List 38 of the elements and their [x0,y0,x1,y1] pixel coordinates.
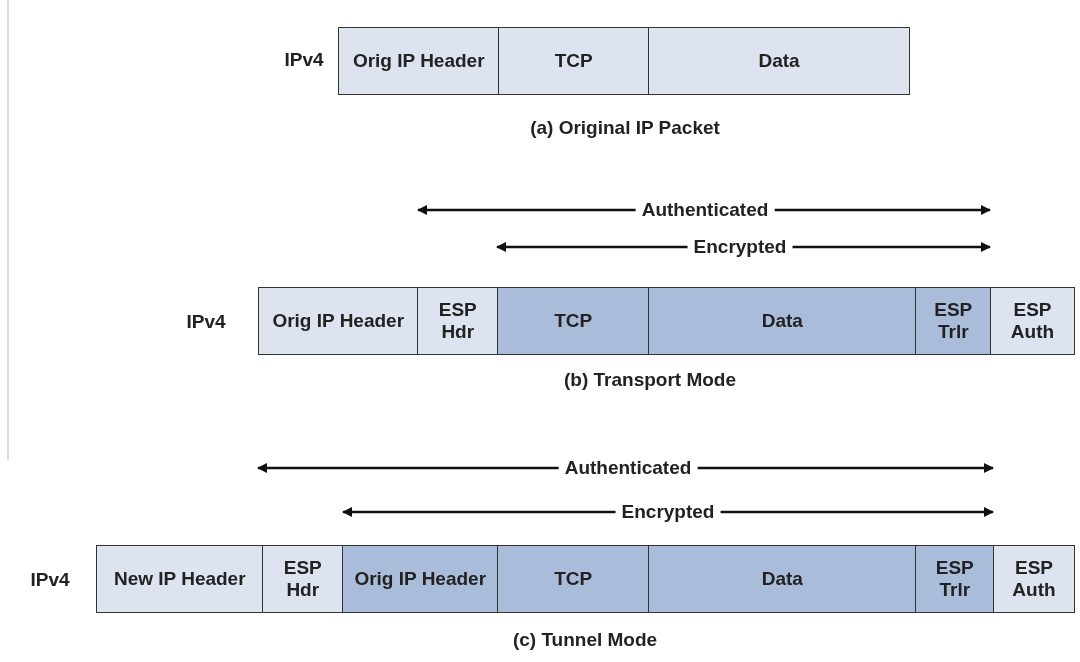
field-label: ESP Hdr [437,299,478,343]
packet-field [96,545,264,613]
caption: (b) Transport Mode [563,369,737,391]
field-label: Data [758,50,800,72]
packet-field [338,27,500,95]
packet-field [648,287,917,355]
field-label: TCP [554,310,593,332]
field-label: Orig IP Header [352,50,485,72]
packet-field [990,287,1075,355]
packet-field [915,287,992,355]
packet-field [648,545,917,613]
packet-field [417,287,499,355]
field-label: Orig IP Header [272,310,405,332]
row-label: IPv4 [284,49,324,71]
field-label: ESP Auth [1009,299,1056,343]
packet-field [648,27,910,95]
field-label: TCP [554,568,593,590]
row-label: IPv4 [186,311,226,333]
caption: (a) Original IP Packet [530,117,720,139]
packet-field [258,287,419,355]
packet-field [262,545,344,613]
field-label: New IP Header [113,568,246,590]
caption: (c) Tunnel Mode [512,629,658,651]
field-label: Data [761,568,803,590]
packet-field [497,545,650,613]
field-label: ESP Auth [1011,557,1057,601]
field-label: Data [761,310,803,332]
field-label: TCP [554,50,593,72]
row-label: IPv4 [30,569,70,591]
packet-field [498,27,650,95]
packet-field [915,545,995,613]
field-label: ESP Trlr [934,557,975,601]
field-label: Orig IP Header [354,568,487,590]
field-label: ESP Hdr [282,557,323,601]
packet-field [497,287,650,355]
packet-field [993,545,1075,613]
field-label: ESP Trlr [933,299,974,343]
packet-field [342,545,499,613]
